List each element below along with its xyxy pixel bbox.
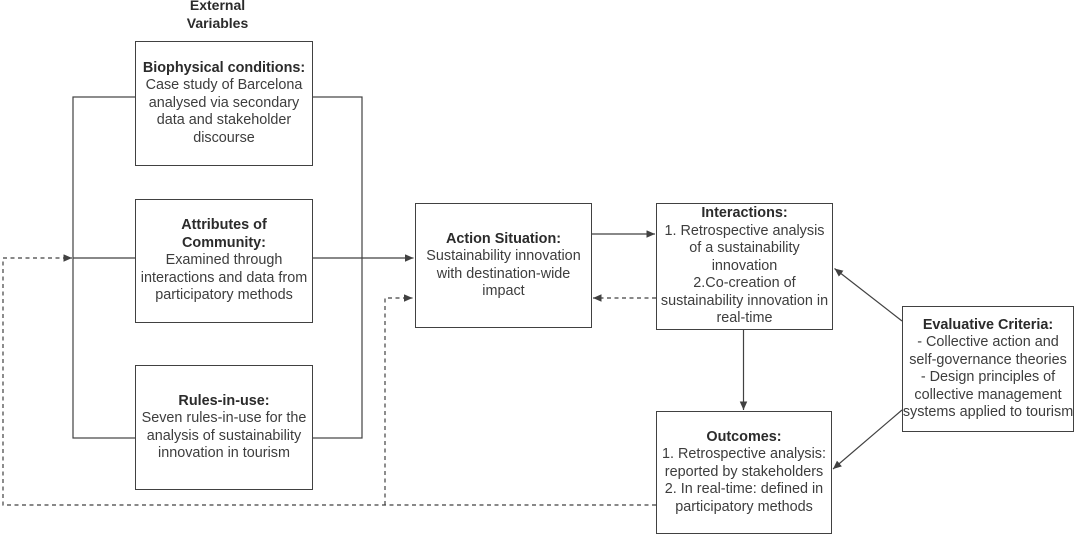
box-text-line: innovation — [711, 257, 778, 274]
box-text-line: 1. Retrospective analysis — [664, 222, 825, 239]
box-heading: Rules-in-use: — [178, 392, 270, 409]
box-rules-in-use: Rules-in-use: Seven rules-in-use for the… — [135, 365, 313, 490]
box-heading: Outcomes: — [706, 428, 782, 445]
box-text-line: interactions and data from — [140, 269, 308, 286]
box-text-line: analysis of sustainability — [146, 427, 302, 444]
dashed-arrow-outcomes-to-action — [384, 294, 413, 505]
box-text-line: reported by stakeholders — [664, 463, 824, 480]
box-heading: Attributes of — [181, 217, 267, 234]
box-text-line: Examined through — [165, 252, 283, 269]
arrow-evaluative-to-interactions — [834, 268, 903, 322]
box-text-line: Case study of Barcelona — [145, 77, 303, 94]
box-text-line: systems applied to tourism — [902, 404, 1074, 420]
box-heading: Action Situation: — [445, 230, 562, 247]
box-text-line: collective management — [914, 386, 1062, 403]
box-attributes-of-community: Attributes of Community: Examined throug… — [135, 199, 313, 323]
box-text-line: participatory methods — [675, 498, 813, 515]
box-text-line: discourse — [193, 129, 255, 146]
box-biophysical-conditions: Biophysical conditions: Case study of Ba… — [135, 41, 313, 166]
box-text-line: participatory methods — [155, 287, 293, 304]
box-interactions: Interactions: 1. Retrospective analysis … — [656, 203, 833, 330]
dashed-arrow-outcomes-to-external — [2, 254, 656, 506]
box-text-line: impact — [482, 283, 525, 299]
box-text-line: analysed via secondary — [148, 94, 300, 111]
external-variables-label-line: Variables — [186, 15, 249, 31]
box-text-line: 2.Co-creation of — [693, 275, 796, 292]
box-heading: Evaluative Criteria: — [922, 316, 1054, 333]
box-text-line: - Collective action and — [917, 334, 1059, 350]
box-text-line: self-governance theories — [909, 351, 1067, 368]
box-outcomes: Outcomes: 1. Retrospective analysis: rep… — [656, 411, 832, 534]
external-variables-label-line: External — [189, 0, 246, 13]
box-heading: Community: — [182, 234, 266, 251]
box-text-line: with destination-wide — [436, 265, 571, 282]
box-text-line: data and stakeholder — [156, 112, 292, 129]
box-text-line: real-time — [716, 310, 773, 327]
box-heading: Biophysical conditions: — [142, 59, 306, 76]
external-variables-label: External Variables — [73, 0, 362, 32]
box-text-line: innovation in tourism — [158, 445, 290, 461]
box-action-situation: Action Situation: Sustainability innovat… — [415, 203, 592, 328]
box-text-line: - Design principles of — [920, 369, 1056, 385]
box-text-line: Seven rules-in-use for the — [141, 410, 307, 426]
box-text-line: 2. In real-time: defined in — [664, 481, 824, 498]
box-text-line: Sustainability innovation — [426, 248, 581, 264]
box-heading: Interactions: — [701, 205, 788, 222]
arrow-evaluative-to-outcomes — [832, 409, 903, 470]
box-evaluative-criteria: Evaluative Criteria: - Collective action… — [902, 306, 1074, 432]
box-text-line: sustainability innovation in — [660, 292, 829, 309]
box-text-line: 1. Retrospective analysis: — [662, 446, 826, 463]
box-text-line: of a sustainability — [689, 240, 800, 257]
